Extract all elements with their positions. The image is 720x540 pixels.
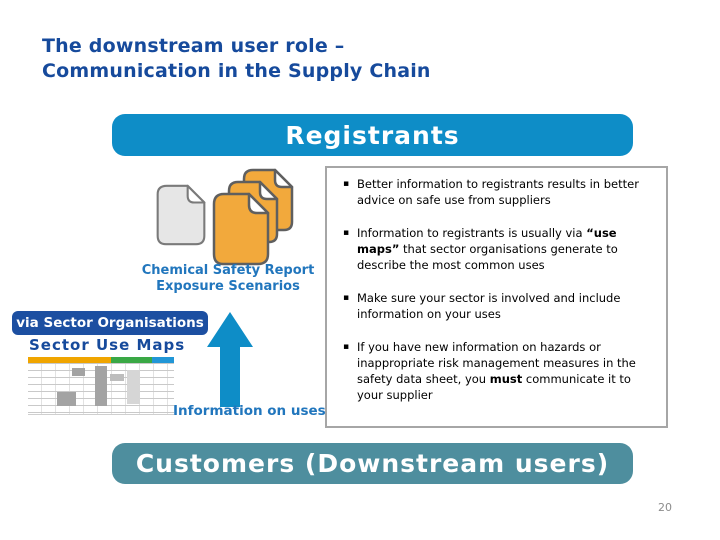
bullet-icon: ▪ xyxy=(342,228,350,238)
documents-illustration xyxy=(140,168,320,268)
spreadsheet-cell xyxy=(109,374,125,381)
spreadsheet-cell xyxy=(57,392,77,406)
slide-title-line1: The downstream user role – xyxy=(42,35,345,57)
spreadsheet-cell xyxy=(71,368,85,376)
slide-title-line2: Communication in the Supply Chain xyxy=(42,60,431,82)
bullet-text-pre: Make sure your sector is involved and in… xyxy=(357,291,621,321)
band-blue xyxy=(152,357,174,363)
via-sector-organisations-label: via Sector Organisations xyxy=(16,315,204,331)
document-icon xyxy=(156,184,206,250)
bullet-icon: ▪ xyxy=(342,179,350,189)
bullet-text: Information to registrants is usually vi… xyxy=(357,225,656,273)
bullet-text: Better information to registrants result… xyxy=(357,176,656,208)
list-item: ▪ If you have new information on hazards… xyxy=(335,339,656,403)
band-orange xyxy=(28,357,112,363)
spreadsheet-cell xyxy=(95,366,107,406)
bullet-text-bold: “use maps” xyxy=(357,226,617,256)
csr-label-line1: Chemical Safety Report xyxy=(141,263,315,278)
via-sector-organisations-badge: via Sector Organisations xyxy=(12,311,208,335)
csr-label: Chemical Safety Report Exposure Scenario… xyxy=(128,263,328,295)
slide-title: The downstream user role – Communication… xyxy=(42,34,431,84)
list-item: ▪ Information to registrants is usually … xyxy=(335,225,656,273)
bullet-text: If you have new information on hazards o… xyxy=(357,339,656,403)
key-points-box: ▪ Better information to registrants resu… xyxy=(325,166,668,428)
registrants-banner-label: Registrants xyxy=(285,120,460,150)
bullet-text-pre: Information to registrants is usually vi… xyxy=(357,226,587,240)
list-item: ▪ Make sure your sector is involved and … xyxy=(335,290,656,322)
spreadsheet-cell xyxy=(127,369,141,404)
list-item: ▪ Better information to registrants resu… xyxy=(335,176,656,208)
document-stack-icon xyxy=(212,168,304,272)
csr-label-line2: Exposure Scenarios xyxy=(156,279,300,294)
bullet-text-bold: must xyxy=(489,372,523,386)
bullet-text: Make sure your sector is involved and in… xyxy=(357,290,656,322)
customers-banner: Customers (Downstream users) xyxy=(112,443,633,484)
page-number: 20 xyxy=(658,501,672,514)
bullet-text-post: communicate it to your supplier xyxy=(357,372,631,402)
sector-use-maps-label: Sector Use Maps xyxy=(29,336,186,354)
band-green xyxy=(111,357,153,363)
use-map-spreadsheet-thumbnail xyxy=(28,357,174,415)
spreadsheet-header-band xyxy=(28,357,174,363)
bullet-text-post: that sector organisations generate to de… xyxy=(357,242,618,272)
registrants-banner: Registrants xyxy=(112,114,633,156)
information-on-uses-label: Information on uses xyxy=(173,403,326,419)
up-arrow-icon xyxy=(207,312,253,411)
bullet-text-pre: Better information to registrants result… xyxy=(357,177,639,207)
bullet-text-pre: If you have new information on hazards o… xyxy=(357,340,636,386)
bullet-icon: ▪ xyxy=(342,293,350,303)
customers-banner-label: Customers (Downstream users) xyxy=(135,449,610,478)
bullet-icon: ▪ xyxy=(342,342,350,352)
